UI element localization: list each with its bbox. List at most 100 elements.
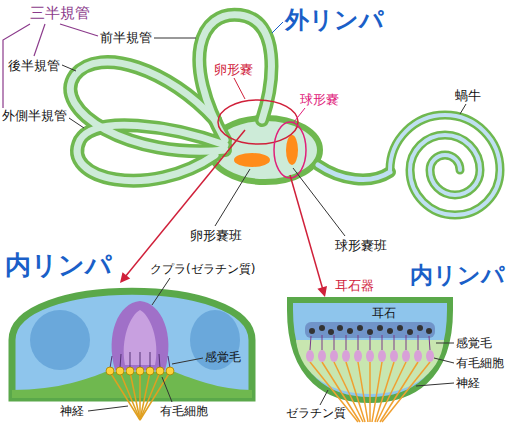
leader-line	[154, 38, 196, 39]
pointer-arrow	[120, 272, 130, 283]
highlight-oval	[218, 100, 306, 178]
hair-cell	[130, 352, 131, 368]
hair-cell	[369, 362, 371, 422]
part-label: 卵形嚢班	[190, 228, 242, 244]
otolith-organ	[305, 322, 435, 338]
leader-line	[215, 169, 250, 226]
hair-cell	[150, 352, 151, 368]
hair-cell	[110, 356, 112, 368]
cochlea	[390, 115, 500, 215]
hair-cell	[342, 350, 350, 362]
part-label: 有毛細胞	[160, 404, 208, 418]
cochlea	[318, 115, 500, 215]
hair-cell	[120, 354, 121, 368]
hair-cell	[146, 367, 154, 375]
hair-cell	[366, 350, 374, 362]
leader-line	[434, 358, 454, 363]
leader-line	[234, 78, 245, 99]
leader-line	[88, 406, 128, 411]
part-label: 感覚毛	[205, 350, 241, 364]
group-bracket	[60, 24, 98, 36]
highlight-oval	[218, 100, 298, 144]
hair-cell	[318, 350, 326, 362]
hair-cell	[372, 362, 382, 422]
part-label: 蝸牛	[455, 88, 481, 104]
otolith	[407, 329, 413, 335]
part-label: 耳石器	[335, 278, 374, 294]
hair-cell	[426, 350, 434, 362]
leader-line	[294, 108, 305, 122]
hair-cell	[110, 372, 140, 420]
part-label: 前半規管	[100, 30, 152, 46]
otolith	[387, 328, 393, 334]
part-label: 卵形嚢	[214, 62, 253, 78]
hair-cell	[380, 362, 418, 422]
part-label: 外側半規管	[2, 108, 67, 124]
hair-cell	[140, 352, 141, 368]
semicircular-canal	[77, 125, 225, 181]
hair-cell	[156, 367, 164, 375]
hair-cell	[140, 372, 160, 420]
pointer-arrow	[290, 175, 323, 290]
macula	[286, 135, 298, 165]
hair-cell	[159, 354, 160, 368]
cochlea	[390, 115, 500, 215]
leader-line	[460, 104, 466, 114]
cochlea	[318, 165, 390, 179]
cochlea	[318, 165, 390, 179]
leader-line	[416, 383, 454, 386]
hair-cell	[330, 350, 338, 362]
highlight-oval	[274, 122, 306, 178]
leader-line	[293, 168, 345, 236]
group-bracket	[3, 24, 98, 108]
otolith	[337, 325, 343, 331]
otolith	[417, 325, 423, 331]
part-label: 神経	[456, 376, 480, 390]
part-label: 球形嚢	[300, 92, 339, 108]
hair-cell	[106, 367, 114, 375]
leader-line	[62, 38, 466, 411]
leader-line	[69, 118, 84, 128]
otolith	[328, 329, 334, 335]
group-title: 三半規管	[30, 4, 90, 22]
hair-cell	[120, 372, 140, 420]
hair-cell	[168, 356, 170, 368]
leader-line	[162, 377, 172, 402]
part-label: ゼラチン質	[286, 406, 346, 420]
leader-line	[152, 278, 170, 305]
hair-cell	[378, 350, 386, 362]
hair-cell	[382, 362, 430, 422]
hair-cell	[358, 362, 368, 422]
ampulla	[112, 301, 169, 370]
part-label: 球形嚢班	[335, 238, 387, 254]
otolith	[426, 328, 432, 334]
ampulla	[190, 310, 240, 370]
hair-cell	[390, 350, 398, 362]
semicircular-canal	[199, 15, 271, 140]
ampulla	[30, 310, 90, 370]
macula	[234, 135, 298, 167]
hair-cell	[126, 367, 134, 375]
otolith	[367, 329, 373, 335]
part-label: 感覚毛	[456, 336, 492, 350]
macula	[234, 153, 270, 167]
part-label: 後半規管	[8, 58, 60, 74]
otolith	[319, 325, 325, 331]
hair-cell	[130, 372, 140, 420]
hair-cell	[346, 362, 365, 422]
group-bracket	[34, 24, 45, 56]
pointer-arrow	[120, 130, 327, 297]
hair-cell	[310, 335, 430, 350]
fluid-label: 内リンパ	[5, 250, 112, 281]
otolith	[397, 325, 403, 331]
otolith	[309, 325, 432, 335]
hair-cell	[136, 367, 144, 375]
part-label: 耳石	[372, 306, 396, 320]
pointer-arrow	[125, 130, 245, 277]
otolith	[309, 328, 315, 334]
otolith	[357, 325, 363, 331]
leader-line	[436, 343, 454, 344]
leader-line	[320, 390, 328, 405]
hair-cell	[377, 362, 406, 422]
